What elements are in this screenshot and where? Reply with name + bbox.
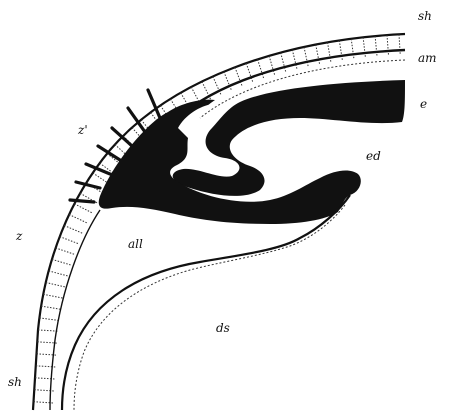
shell-hatch-tick <box>35 378 55 379</box>
shell-hatch-tick <box>52 259 71 265</box>
shell-hatch-tick <box>69 215 87 224</box>
shell-hatch-tick <box>339 41 342 61</box>
label-all: all <box>128 237 143 251</box>
shell-hatch-tick <box>60 237 79 244</box>
shell-hatch-tick <box>43 294 63 298</box>
shell-hatch-tick <box>304 47 308 67</box>
label-ed: ed <box>366 149 381 163</box>
shell-hatch-tick <box>49 271 68 276</box>
label-sh-bottom: sh <box>8 375 22 389</box>
label-sh-top: sh <box>418 9 432 23</box>
shell-hatch-tick <box>74 204 92 213</box>
shell-hatch-tick <box>41 306 61 309</box>
label-am: am <box>418 51 437 65</box>
label-z: z <box>15 229 23 243</box>
shell-hatch-tick <box>38 330 58 331</box>
shell-hatch-tick <box>56 248 75 255</box>
shell-hatch-tick <box>292 50 297 69</box>
shell-hatch-tick <box>328 42 331 62</box>
shell-hatch-tick <box>39 318 59 321</box>
label-e: e <box>420 97 427 111</box>
yolk-sac-outline <box>62 195 350 410</box>
shell-hatch-tick <box>46 283 66 288</box>
shell-hatch-tick <box>316 45 320 65</box>
label-z-prime: z' <box>77 123 88 137</box>
label-ds: ds <box>216 321 230 335</box>
shell-hatch-tick <box>64 226 82 234</box>
